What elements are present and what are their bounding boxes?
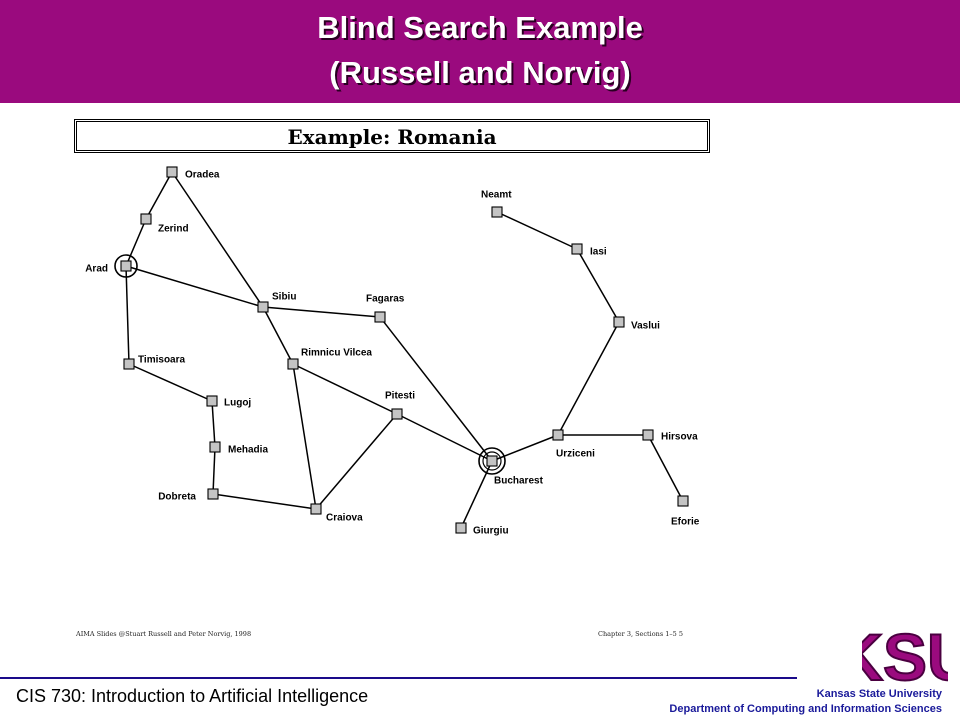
road-urziceni-vaslui <box>557 321 620 436</box>
city-node-oradea <box>166 166 178 178</box>
university-name: Kansas State University <box>816 688 942 700</box>
city-nodes: OradeaZerindAradTimisoaraLugojMehadiaDob… <box>85 166 700 537</box>
ksu-logo-text: KSU <box>862 622 948 686</box>
city-node-bucharest <box>486 455 498 467</box>
slide-header: Blind Search Example (Russell and Norvig… <box>0 0 960 103</box>
city-node-lugoj <box>206 395 218 407</box>
city-label-vaslui: Vaslui <box>631 321 660 332</box>
city-node-rimnicu-vilcea <box>287 358 299 370</box>
road-mehadia-dobreta <box>212 446 216 495</box>
road-fagaras-bucharest <box>379 316 493 462</box>
city-node-neamt <box>491 206 503 218</box>
road-dobreta-craiova <box>212 493 317 510</box>
figure-chapter-ref: Chapter 3, Sections 1–5 5 <box>598 630 683 638</box>
city-label-lugoj: Lugoj <box>224 398 251 409</box>
city-label-bucharest: Bucharest <box>494 476 544 487</box>
road-oradea-sibiu <box>171 171 264 308</box>
city-label-rimnicu-vilcea: Rimnicu Vilcea <box>301 348 372 359</box>
ksu-logo: KSU <box>862 622 948 686</box>
city-node-sibiu <box>257 301 269 313</box>
footer-rule <box>0 677 797 679</box>
city-node-pitesti <box>391 408 403 420</box>
city-label-mehadia: Mehadia <box>228 445 268 456</box>
city-node-dobreta <box>207 488 219 500</box>
road-arad-sibiu <box>125 265 264 308</box>
city-label-neamt: Neamt <box>481 190 512 201</box>
city-label-eforie: Eforie <box>671 517 700 528</box>
city-label-craiova: Craiova <box>326 513 363 524</box>
city-label-sibiu: Sibiu <box>272 292 296 303</box>
slide-title-line2: (Russell and Norvig) <box>329 55 631 90</box>
city-node-iasi <box>571 243 583 255</box>
city-node-timisoara <box>123 358 135 370</box>
road-bucharest-giurgiu <box>460 460 493 529</box>
city-node-zerind <box>140 213 152 225</box>
road-hirsova-eforie <box>647 434 684 502</box>
road-sibiu-rimnicu-vilcea <box>262 306 294 365</box>
city-label-fagaras: Fagaras <box>366 294 405 305</box>
city-label-oradea: Oradea <box>185 170 220 181</box>
road-bucharest-urziceni <box>491 434 559 462</box>
city-node-arad <box>120 260 132 272</box>
city-label-urziceni: Urziceni <box>556 449 595 460</box>
road-iasi-neamt <box>496 211 578 250</box>
department-name: Department of Computing and Information … <box>669 703 942 715</box>
city-node-eforie <box>677 495 689 507</box>
city-label-iasi: Iasi <box>590 247 607 258</box>
goal-marker <box>478 447 506 475</box>
road-oradea-zerind <box>145 171 173 220</box>
city-label-pitesti: Pitesti <box>385 391 415 402</box>
figure-title-box: Example: Romania <box>74 119 710 153</box>
start-marker <box>114 254 138 278</box>
city-node-craiova <box>310 503 322 515</box>
city-label-timisoara: Timisoara <box>138 355 185 366</box>
city-node-vaslui <box>613 316 625 328</box>
road-pitesti-bucharest <box>396 413 493 462</box>
city-label-hirsova: Hirsova <box>661 432 698 443</box>
road-lugoj-mehadia <box>211 400 216 448</box>
road-rimnicu-vilcea-craiova <box>292 363 317 510</box>
city-label-giurgiu: Giurgiu <box>473 526 509 537</box>
goal-marker-inner <box>482 451 502 471</box>
road-craiova-pitesti <box>315 413 398 510</box>
city-node-urziceni <box>552 429 564 441</box>
roads <box>125 171 684 529</box>
road-rimnicu-vilcea-pitesti <box>292 363 398 415</box>
city-node-fagaras <box>374 311 386 323</box>
road-arad-timisoara <box>125 265 130 365</box>
city-label-dobreta: Dobreta <box>158 492 196 503</box>
course-title: CIS 730: Introduction to Artificial Inte… <box>16 686 369 706</box>
road-zerind-arad <box>125 218 147 267</box>
slide-title-line1: Blind Search Example <box>317 10 643 45</box>
figure-credit: AIMA Slides @Stuart Russell and Peter No… <box>76 630 252 638</box>
city-node-hirsova <box>642 429 654 441</box>
city-label-arad: Arad <box>85 264 108 275</box>
city-label-zerind: Zerind <box>158 224 189 235</box>
road-sibiu-fagaras <box>262 306 381 318</box>
road-vaslui-iasi <box>576 248 620 323</box>
figure-title: Example: Romania <box>287 125 497 149</box>
city-node-giurgiu <box>455 522 467 534</box>
road-timisoara-lugoj <box>128 363 213 402</box>
city-node-mehadia <box>209 441 221 453</box>
